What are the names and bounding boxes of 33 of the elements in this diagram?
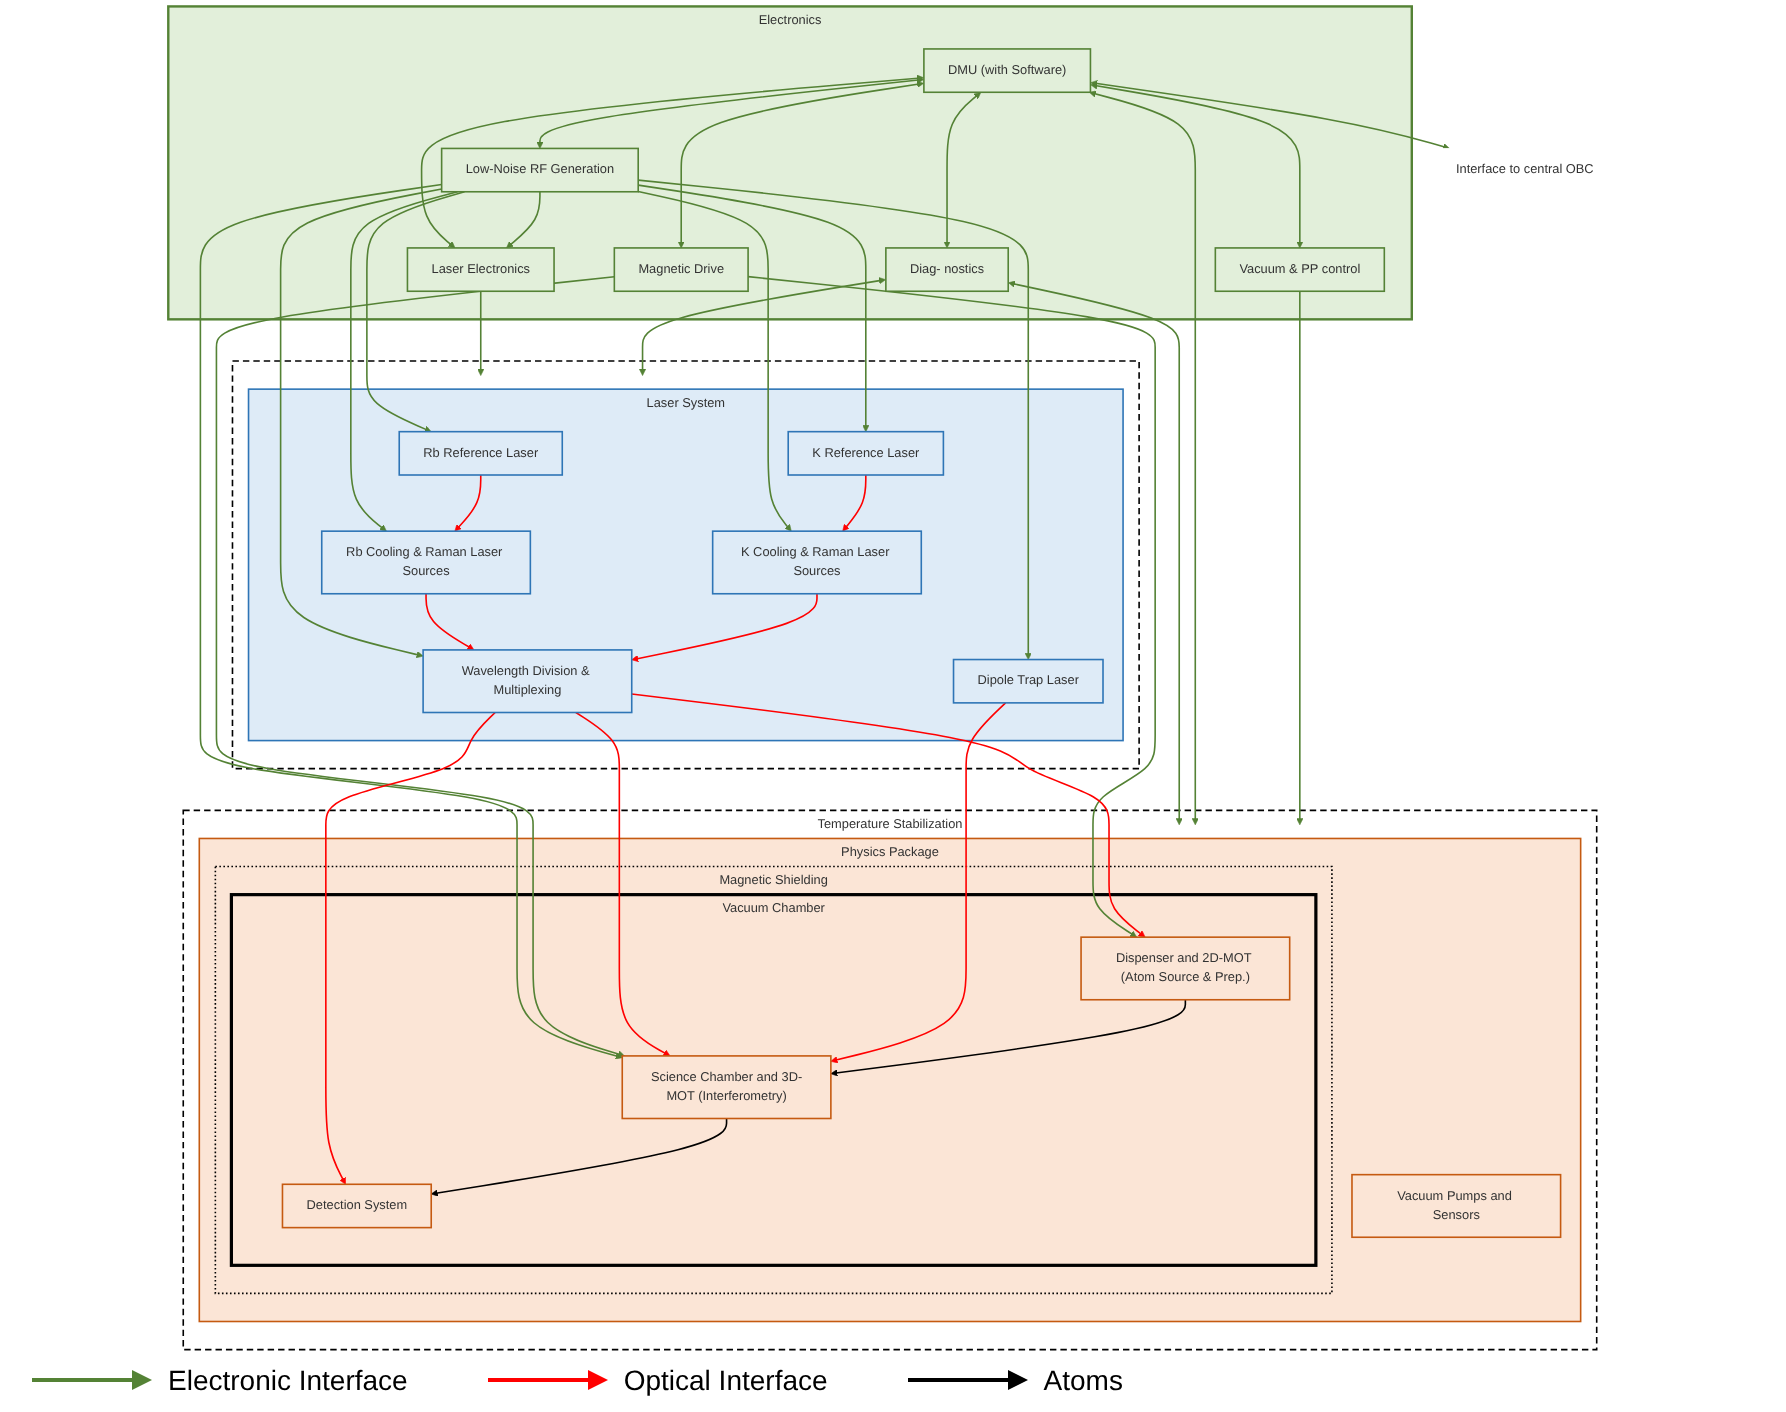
arrow	[747, 275, 1156, 938]
legend-label: Electronic Interface	[168, 1364, 408, 1396]
arrow	[430, 1117, 728, 1197]
arrow	[454, 474, 482, 532]
arrow	[1090, 82, 1304, 249]
arrow	[943, 92, 982, 249]
arrow	[637, 179, 1032, 660]
arrow	[279, 188, 443, 659]
cluster	[231, 360, 1140, 770]
arrow	[639, 277, 886, 376]
arrow	[631, 592, 818, 662]
arrow	[830, 702, 1007, 1064]
legend-label: Atoms	[1043, 1364, 1123, 1396]
arrow	[350, 190, 459, 532]
arrow	[630, 693, 1146, 938]
arrow	[637, 184, 870, 432]
arrow	[1089, 90, 1199, 826]
arrow	[677, 80, 924, 249]
arrow	[536, 76, 924, 149]
arrow	[425, 592, 475, 651]
arrow	[420, 74, 924, 249]
arrow	[842, 474, 867, 532]
arrow	[366, 190, 466, 433]
arrow	[506, 190, 541, 249]
arrow	[637, 190, 792, 532]
arrow	[830, 998, 1187, 1077]
arrow	[575, 711, 671, 1057]
legend-label: Optical Interface	[623, 1364, 828, 1396]
arrow	[1296, 290, 1304, 826]
arrow	[477, 290, 485, 376]
arrow	[325, 711, 496, 1185]
arrow	[1008, 280, 1183, 826]
arrow	[1090, 80, 1450, 151]
